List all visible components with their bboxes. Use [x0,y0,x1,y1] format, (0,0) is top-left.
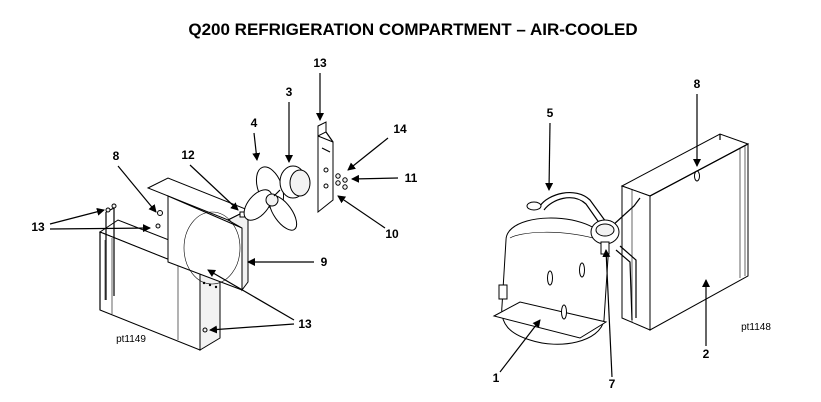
fan-motor [273,165,311,199]
diagram-title: Q200 REFRIGERATION COMPARTMENT – AIR-COO… [188,20,637,39]
discharge-tubing [526,191,641,321]
leader-8-left [117,165,157,213]
callout-13-left: 13 [31,220,45,234]
callout-5: 5 [547,106,554,120]
leader-13-left-a [49,207,105,225]
callout-14: 14 [393,122,407,136]
ref-code-right: pt1148 [741,322,771,333]
leader-1 [499,319,541,373]
ref-code-left: pt1149 [116,334,146,345]
callout-12: 12 [181,148,195,162]
leader-13-bottom-b [209,323,295,334]
compressor [492,217,609,345]
leader-13-left-b [49,224,151,233]
leader-7 [602,249,613,378]
callout-4: 4 [251,116,258,130]
callout-10: 10 [385,227,399,241]
callout-3: 3 [286,85,293,99]
fan-blade [243,166,298,231]
leader-10 [337,195,386,229]
leader-14 [347,137,389,171]
motor-bracket [317,121,334,214]
callout-1: 1 [493,371,500,385]
callout-8-right: 8 [694,77,701,91]
leader-12 [189,164,239,211]
left-figure: 8 12 4 3 13 14 11 10 13 9 13 pt1149 [31,56,418,351]
callout-8-left: 8 [113,149,120,163]
callout-13-bottom: 13 [298,317,312,331]
leader-4 [252,132,261,161]
leader-5 [545,122,554,191]
leader-11 [351,174,399,183]
right-figure: 5 8 1 7 2 pt1148 [492,77,771,391]
leader-13-bottom-a [207,269,295,321]
callout-9: 9 [321,255,328,269]
callout-7: 7 [609,377,616,391]
condenser-coil-right [620,133,750,331]
hardware-screws [105,173,348,333]
fan-shroud [146,177,250,292]
callout-11: 11 [405,171,418,185]
callout-13-top: 13 [313,56,327,70]
callout-2: 2 [703,347,710,361]
